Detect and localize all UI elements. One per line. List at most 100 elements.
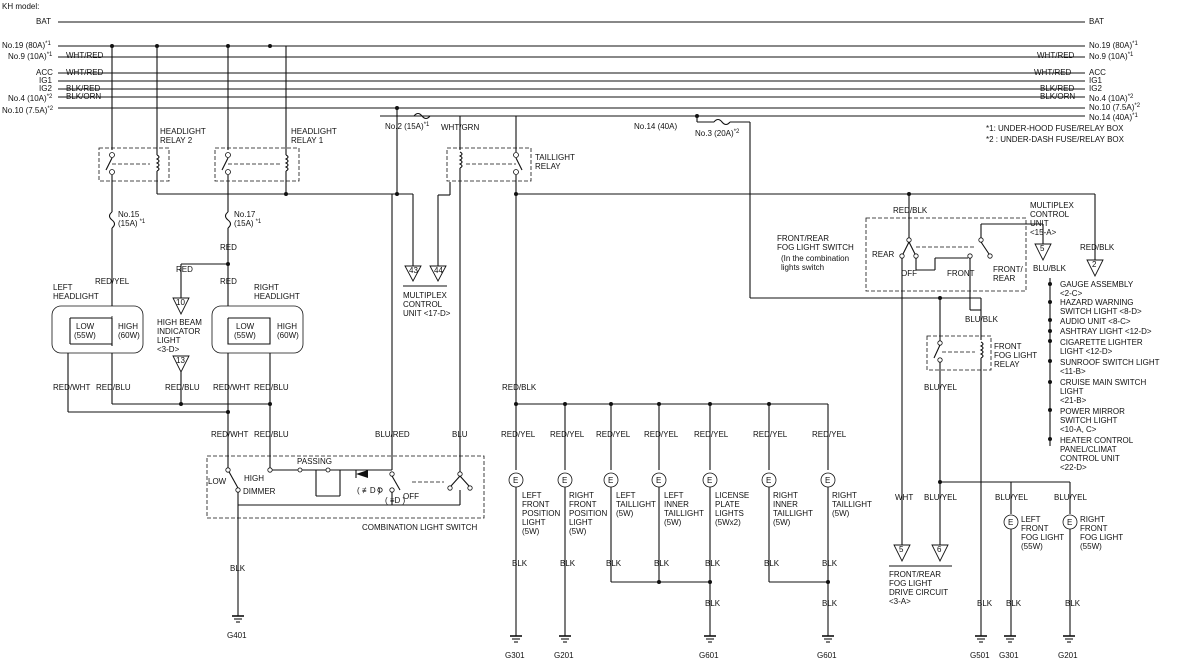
svg-text:<11-B>: <11-B> <box>1060 367 1086 376</box>
lamp-grounds: BLK BLK BLK BLK BLK BLK BLK BLK BLK <box>512 559 838 608</box>
svg-text:G501: G501 <box>970 651 990 660</box>
svg-text:FOG LIGHT: FOG LIGHT <box>1021 533 1064 542</box>
switch-label: COMBINATION LIGHT SWITCH <box>362 523 477 532</box>
wire-color: RED/BLK <box>502 383 537 392</box>
svg-text:E: E <box>825 476 830 485</box>
relay-label: HEADLIGHT <box>160 127 206 136</box>
svg-text:HIGH: HIGH <box>118 322 138 331</box>
diode-icon <box>356 470 368 478</box>
svg-text:POWER MIRROR: POWER MIRROR <box>1060 407 1125 416</box>
svg-text:RED/YEL: RED/YEL <box>694 430 729 439</box>
svg-text:LIGHT: LIGHT <box>1060 387 1084 396</box>
svg-text:LEFT: LEFT <box>522 491 542 500</box>
svg-text:TAILLIGHT: TAILLIGHT <box>773 509 813 518</box>
svg-text:LIGHT: LIGHT <box>157 336 181 345</box>
svg-text:BLK: BLK <box>560 559 576 568</box>
ground-g601-b: G601 <box>817 635 837 660</box>
svg-text:CONTROL: CONTROL <box>403 300 443 309</box>
svg-text:(60W): (60W) <box>118 331 140 340</box>
svg-text:RED/YEL: RED/YEL <box>644 430 679 439</box>
svg-text:G601: G601 <box>699 651 719 660</box>
relay-label: RELAY 1 <box>291 136 324 145</box>
wire-color: RED <box>220 243 237 252</box>
svg-text:CONTROL: CONTROL <box>1030 210 1070 219</box>
svg-text:43: 43 <box>409 266 418 275</box>
footnote-2: *2 : UNDER-DASH FUSE/RELAY BOX <box>986 135 1125 144</box>
svg-text:RED/YEL: RED/YEL <box>753 430 788 439</box>
off-label: OFF <box>403 492 419 501</box>
svg-text:RIGHT: RIGHT <box>832 491 857 500</box>
svg-text:E: E <box>1008 518 1013 527</box>
relay-coil-line: 43 44 MULTIPLEX CONTROL UNIT <17-D> <box>157 182 451 318</box>
svg-text:E: E <box>608 476 613 485</box>
fuse-no3: No.3 (20A)*2 <box>695 129 740 138</box>
svg-text:LOW: LOW <box>236 322 255 331</box>
wire-color: BLK/RED <box>66 84 100 93</box>
svg-text:(5W): (5W) <box>832 509 850 518</box>
svg-text:INNER: INNER <box>773 500 798 509</box>
ground-g301-b: G301 <box>999 635 1019 660</box>
svg-text:RELAY: RELAY <box>994 360 1020 369</box>
wire-color: RED/WHT <box>213 383 250 392</box>
bus-label: No.14 (40A)*1 <box>1089 113 1138 122</box>
svg-text:G201: G201 <box>1058 651 1078 660</box>
svg-text:<21-B>: <21-B> <box>1060 396 1087 405</box>
svg-text:PLATE: PLATE <box>715 500 740 509</box>
taillight-distribution: RED/BLK RED/YEL RED/YEL RED/YEL RED/YEL … <box>501 383 847 470</box>
headlight-crosslinks: RED/WHT RED/BLU <box>68 402 289 439</box>
passing-label: PASSING <box>297 457 332 466</box>
svg-text:HIGH: HIGH <box>277 322 297 331</box>
mpcu-label: MULTIPLEX <box>403 291 448 300</box>
bus-labels-right: BAT No.19 (80A)*1 No.9 (10A)*1 ACC IG1 I… <box>986 17 1141 144</box>
svg-text:5: 5 <box>1040 244 1045 253</box>
wire-color: RED/BLU <box>96 383 131 392</box>
svg-text:HEATER CONTROL: HEATER CONTROL <box>1060 436 1134 445</box>
bus-label: IG2 <box>1089 84 1102 93</box>
svg-text:FRONT: FRONT <box>522 500 550 509</box>
svg-text:(5W): (5W) <box>522 527 540 536</box>
svg-text:FRONT/REAR: FRONT/REAR <box>777 234 829 243</box>
svg-text:13: 13 <box>176 356 185 365</box>
svg-text:INNER: INNER <box>664 500 689 509</box>
svg-text:LEFT: LEFT <box>664 491 684 500</box>
wire-color: RED/BLU <box>165 383 200 392</box>
svg-text:<2-C>: <2-C> <box>1060 289 1083 298</box>
svg-text:POSITION: POSITION <box>522 509 560 518</box>
svg-text:G301: G301 <box>999 651 1019 660</box>
fog-relay: FRONT FOG LIGHT RELAY BLU/YEL WHT BLU/YE… <box>895 296 1037 636</box>
svg-text:SWITCH LIGHT: SWITCH LIGHT <box>1060 416 1117 425</box>
ground-g501: G501 <box>970 635 990 660</box>
svg-text:<15-A>: <15-A> <box>1030 228 1057 237</box>
wire-color: WHT/RED <box>66 51 104 60</box>
bus-label: ACC <box>1089 68 1106 77</box>
svg-text:BLU/YEL: BLU/YEL <box>924 383 957 392</box>
svg-text:REAR: REAR <box>993 274 1015 283</box>
svg-text:PANEL/CLIMAT: PANEL/CLIMAT <box>1060 445 1117 454</box>
svg-text:LIGHT: LIGHT <box>569 518 593 527</box>
fuse-no14: No.14 (40A) <box>634 122 677 131</box>
svg-text:E: E <box>1067 518 1072 527</box>
svg-text:(15A)*1: (15A)*1 <box>118 219 146 228</box>
svg-text:(5Wx2): (5Wx2) <box>715 518 741 527</box>
svg-text:(5W): (5W) <box>664 518 682 527</box>
svg-text:<3-D>: <3-D> <box>157 345 180 354</box>
svg-text:BLU/BLK: BLU/BLK <box>965 315 999 324</box>
svg-text:BLK: BLK <box>654 559 670 568</box>
relay-label: HEADLIGHT <box>291 127 337 136</box>
bus-label: No.4 (10A)*2 <box>1089 94 1134 103</box>
relay-label: TAILLIGHT <box>535 153 575 162</box>
fog-light-switch: FRONT/REAR FOG LIGHT SWITCH (In the comb… <box>777 201 1075 545</box>
svg-text:RED/YEL: RED/YEL <box>501 430 536 439</box>
svg-text:FRONT: FRONT <box>1080 524 1108 533</box>
svg-text:RIGHT: RIGHT <box>254 283 279 292</box>
svg-text:LOW: LOW <box>76 322 95 331</box>
dimmer-label: DIMMER <box>243 487 276 496</box>
svg-text:FOG LIGHT: FOG LIGHT <box>889 579 932 588</box>
svg-text:(55W): (55W) <box>234 331 256 340</box>
svg-text:No.15: No.15 <box>118 210 140 219</box>
svg-text:FOG LIGHT: FOG LIGHT <box>1080 533 1123 542</box>
svg-text:HEADLIGHT: HEADLIGHT <box>53 292 99 301</box>
